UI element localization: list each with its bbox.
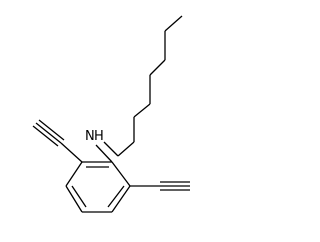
amine-group: N H: [85, 129, 113, 163]
ortho-ethynyl-triple-bond-a: [35, 122, 62, 144]
ortho-ethynyl-group: [32, 119, 83, 163]
ring-bond-c4-c5: [65, 185, 83, 213]
chain-bond-1: [164, 15, 183, 32]
chain-bond-5: [133, 103, 151, 118]
meta-ethynyl-group: [130, 181, 190, 191]
ortho-ethynyl-triple-bond-b: [38, 119, 65, 141]
ring-bond-c5-c6: [65, 161, 83, 187]
ortho-ethynyl-single-bond: [60, 142, 83, 163]
chain-to-nitrogen-bond: [103, 141, 119, 157]
ring-bond-c2-c3: [111, 185, 131, 213]
nitrogen-to-ring-bond: [95, 144, 113, 163]
benzene-ring: [65, 161, 131, 213]
ring-bond-c1-c2: [111, 161, 131, 187]
amine-hydrogen-label: H: [94, 129, 104, 144]
chain-bond-7: [117, 141, 135, 157]
ring-inner-double-bond-3: [71, 185, 87, 208]
octyl-chain: [103, 15, 183, 157]
molecule-structure-diagram: N H: [32, 15, 190, 213]
amine-nitrogen-label: N: [85, 129, 95, 144]
ortho-ethynyl-triple-bond-c: [32, 125, 59, 147]
ring-inner-double-bond-2: [107, 185, 125, 208]
chain-bond-3: [149, 59, 166, 76]
